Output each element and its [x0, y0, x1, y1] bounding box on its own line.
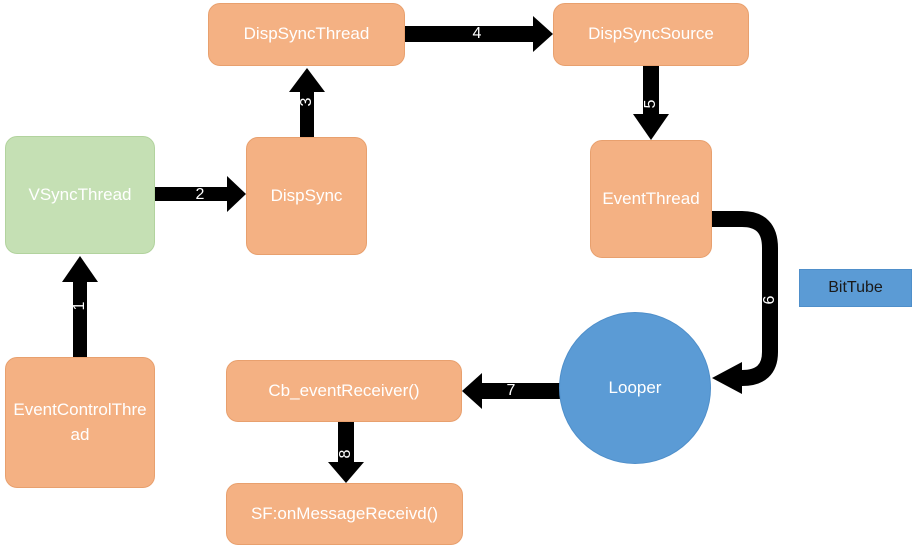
arrow-5-label: 5	[642, 99, 659, 109]
arrow-1-label: 1	[71, 301, 88, 311]
event-control-thread-box: EventControlThread	[5, 357, 155, 488]
sf-on-message-received-box: SF:onMessageReceivd()	[226, 483, 463, 545]
disp-sync-thread-box: DispSyncThread	[208, 3, 405, 66]
looper-label: Looper	[608, 377, 662, 397]
vsync-thread-label: VSyncThread	[28, 184, 132, 204]
arrow-7-label: 7	[506, 382, 516, 399]
vsync-thread-box: VSyncThread	[5, 136, 155, 254]
disp-sync-source-box: DispSyncSource	[553, 3, 749, 66]
arrow-4	[405, 16, 553, 52]
arrow-1	[62, 256, 98, 358]
cb-event-receiver-label: Cb_eventReceiver()	[268, 380, 420, 400]
arrow-6-label: 6	[761, 295, 778, 305]
bit-tube-box: BitTube	[799, 269, 912, 307]
bit-tube-label: BitTube	[828, 279, 883, 297]
arrow-4-label: 4	[472, 25, 482, 42]
sf-on-message-received-label: SF:onMessageReceivd()	[250, 503, 439, 523]
event-thread-box: EventThread	[590, 140, 712, 258]
arrow-6	[712, 211, 778, 394]
arrow-3-label: 3	[298, 97, 315, 107]
arrow-8	[328, 420, 364, 483]
arrow-8-label: 8	[337, 449, 354, 459]
arrow-7	[462, 373, 560, 409]
disp-sync-thread-label: DispSyncThread	[243, 24, 370, 44]
disp-sync-box: DispSync	[246, 137, 367, 255]
arrow-3	[289, 68, 325, 137]
disp-sync-label: DispSync	[270, 185, 343, 205]
arrow-2	[155, 176, 246, 212]
cb-event-receiver-box: Cb_eventReceiver()	[226, 360, 462, 422]
looper-circle: Looper	[559, 312, 711, 464]
arrow-5	[633, 66, 669, 140]
arrow-2-label: 2	[195, 186, 205, 203]
event-control-thread-label: EventControlThread	[13, 399, 147, 444]
event-thread-label: EventThread	[602, 188, 700, 208]
disp-sync-source-label: DispSyncSource	[588, 24, 714, 44]
